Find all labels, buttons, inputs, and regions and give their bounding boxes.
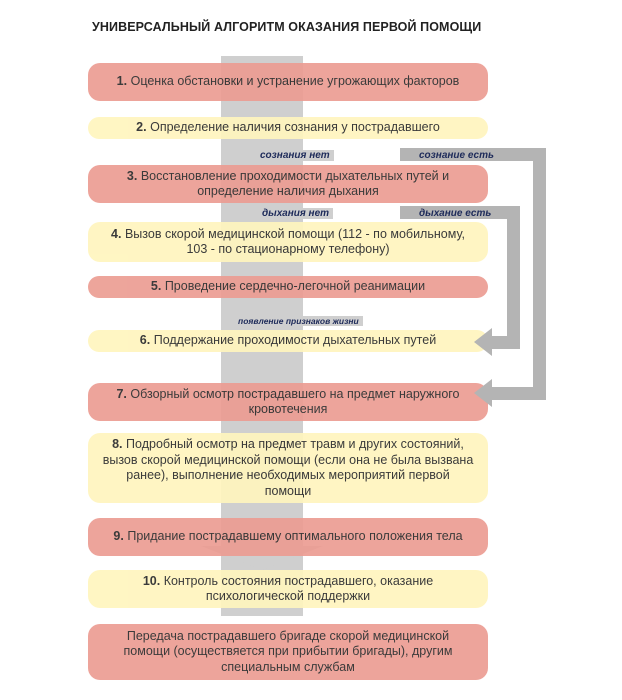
branch-breathing-arrow [474,328,492,356]
step-description: Обзорный осмотр пострадавшего на предмет… [130,386,460,417]
label-no-consciousness: сознания нет [256,150,334,161]
step-description: Восстановление проходимости дыхательных … [140,168,450,199]
diagram-title: УНИВЕРСАЛЬНЫЙ АЛГОРИТМ ОКАЗАНИЯ ПЕРВОЙ П… [92,20,482,34]
step-2-box: 2. Определение наличия сознания у постра… [88,117,488,139]
final-step-box: Передача пострадавшего бригаде скорой ме… [88,624,488,680]
step-8-box: 8. Подробный осмотр на предмет травм и д… [88,433,488,503]
step-description: Контроль состояния пострадавшего, оказан… [163,573,434,604]
step-5-box: 5. Проведение сердечно-легочной реанимац… [88,276,488,298]
step-text: 9. Придание пострадавшему оптимального п… [113,529,462,545]
step-description: Передача пострадавшего бригаде скорой ме… [123,628,453,674]
step-number: 8. [112,437,123,451]
step-number: 4. [111,226,122,241]
step-4-box: 4. Вызов скорой медицинской помощи (112 … [88,222,488,262]
step-1-box: 1. Оценка обстановки и устранение угрожа… [88,63,488,101]
step-text: 7. Обзорный осмотр пострадавшего на пред… [102,387,474,418]
step-text: 4. Вызов скорой медицинской помощи (112 … [102,227,474,258]
step-text: 10. Контроль состояния пострадавшего, ок… [102,574,474,605]
step-number: 3. [126,168,138,183]
label-breathing-present: дыхание есть [419,208,492,219]
step-number: 9. [113,529,124,544]
branch-consciousness-bottom [490,387,546,400]
step-description: Проведение сердечно-легочной реанимации [164,279,426,294]
branch-consciousness-top [400,148,546,161]
label-signs-of-life: появление признаков жизни [234,316,363,326]
branch-breathing-vertical [507,206,520,349]
branch-breathing-bottom [490,336,520,349]
step-number: 1. [116,74,128,89]
step-text: Передача пострадавшего бригаде скорой ме… [102,629,474,676]
branch-breathing-top [400,206,520,219]
label-consciousness-present: сознание есть [419,150,494,161]
step-description: Придание пострадавшему оптимального поло… [127,529,463,544]
step-text: 6. Поддержание проходимости дыхательных … [140,333,436,349]
step-number: 7. [116,386,127,401]
step-description: Вызов скорой медицинской помощи (112 - п… [124,226,465,257]
step-number: 2. [136,120,147,135]
step-text: 8. Подробный осмотр на предмет травм и д… [102,437,474,499]
step-text: 1. Оценка обстановки и устранение угрожа… [117,74,460,90]
label-no-breathing: дыхания нет [258,208,334,219]
step-text: 3. Восстановление проходимости дыхательн… [102,169,474,200]
step-9-box: 9. Придание пострадавшему оптимального п… [88,518,488,556]
step-7-box: 7. Обзорный осмотр пострадавшего на пред… [88,383,488,421]
step-3-box: 3. Восстановление проходимости дыхательн… [88,165,488,203]
step-description: Оценка обстановки и устранение угрожающи… [130,74,460,89]
step-text: 5. Проведение сердечно-легочной реанимац… [151,279,425,295]
step-number: 5. [150,279,162,294]
step-text: 2. Определение наличия сознания у постра… [136,120,440,136]
branch-consciousness-vertical [533,148,546,400]
step-6-box: 6. Поддержание проходимости дыхательных … [88,330,488,352]
step-number: 10. [142,573,161,588]
step-description: Поддержание проходимости дыхательных пут… [153,333,437,348]
branch-consciousness-arrow [474,379,492,407]
step-10-box: 10. Контроль состояния пострадавшего, ок… [88,570,488,608]
step-number: 6. [139,333,151,348]
step-description: Подробный осмотр на предмет травм и друг… [102,437,474,498]
step-description: Определение наличия сознания у пострадав… [150,120,440,135]
